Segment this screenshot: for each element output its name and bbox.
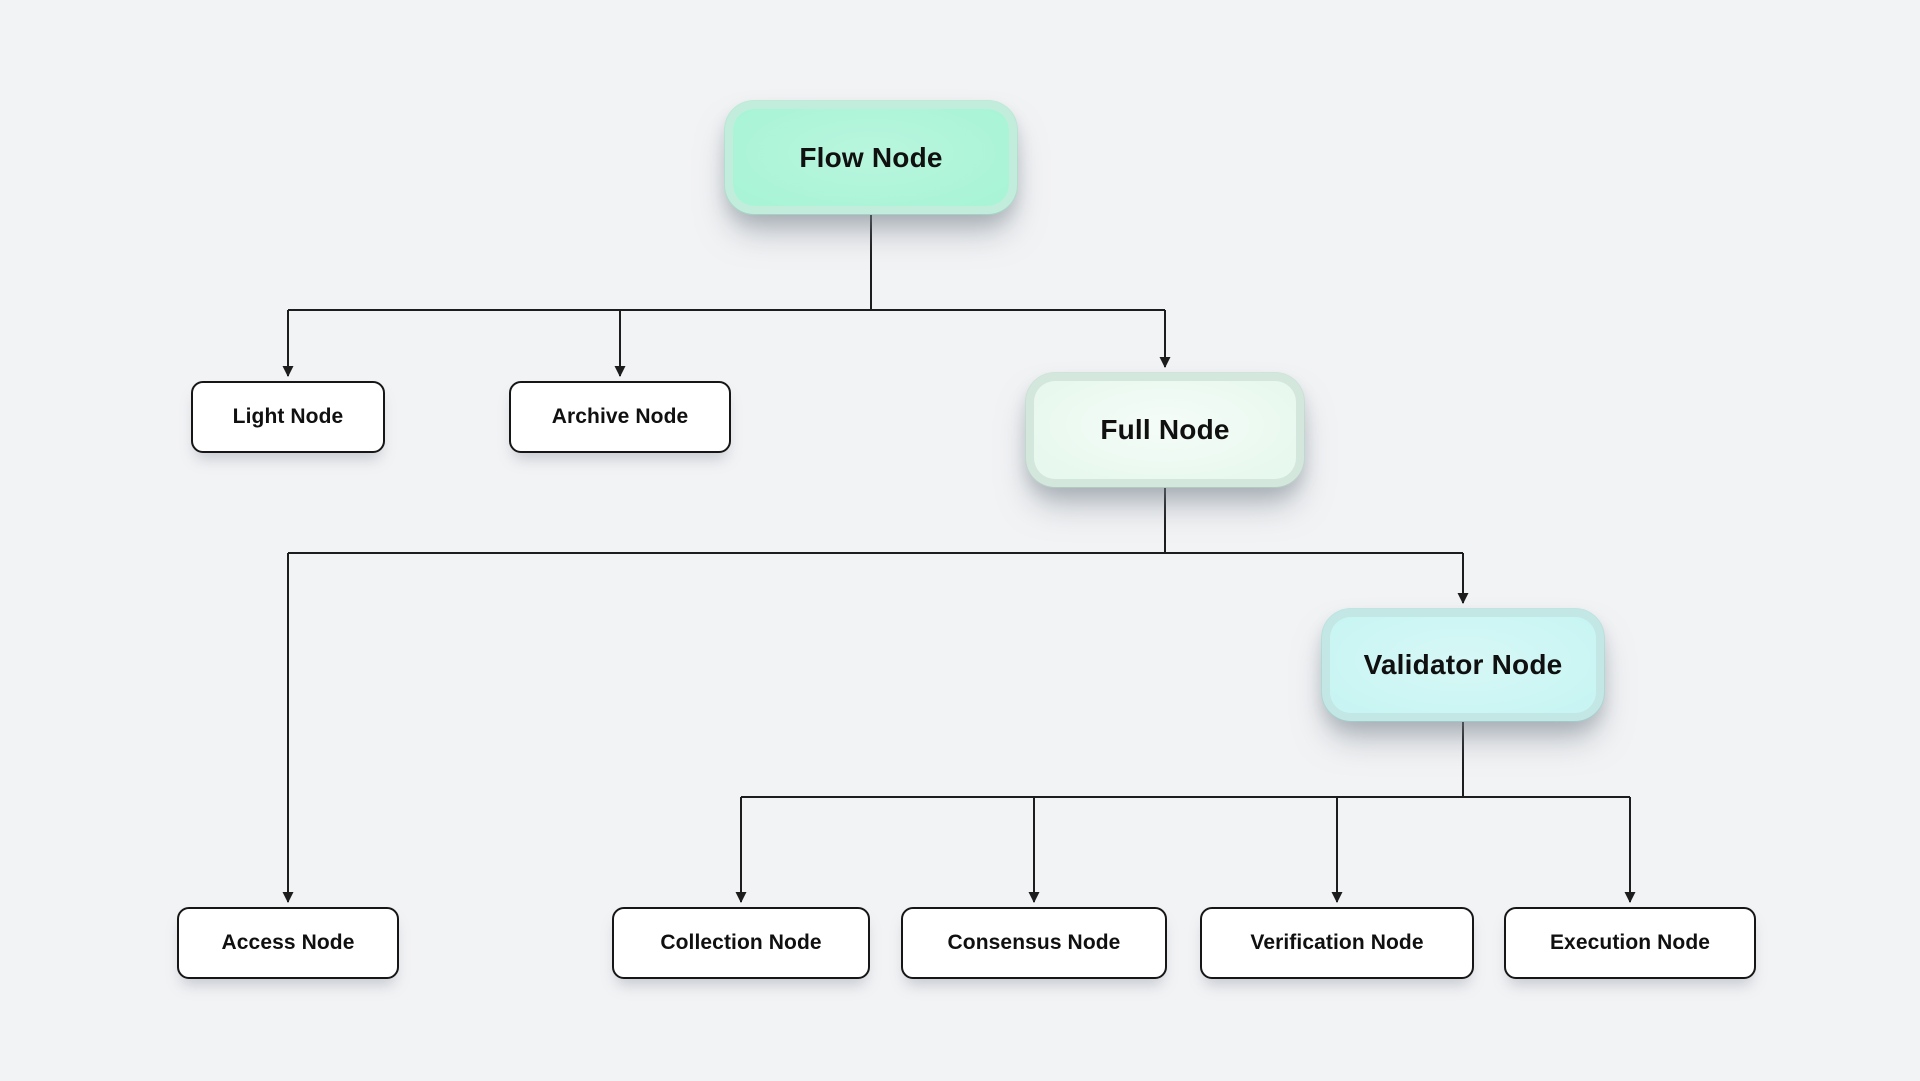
node-full-label: Full Node — [1100, 414, 1230, 445]
node-access: Access Node — [177, 907, 399, 979]
edges-from-full-node — [282, 488, 1469, 903]
node-collection: Collection Node — [612, 907, 870, 979]
node-verification-label: Verification Node — [1250, 931, 1424, 954]
node-light-label: Light Node — [232, 405, 344, 428]
node-full: Full Node — [1025, 372, 1305, 488]
node-flow-label: Flow Node — [799, 141, 943, 173]
node-execution: Execution Node — [1504, 907, 1756, 979]
node-archive-label: Archive Node — [551, 405, 689, 428]
node-consensus-label: Consensus Node — [947, 931, 1121, 954]
node-validator: Validator Node — [1321, 608, 1605, 722]
node-flow: Flow Node — [724, 100, 1018, 215]
node-collection-label: Collection Node — [660, 931, 822, 954]
node-execution-label: Execution Node — [1549, 931, 1711, 954]
node-verification: Verification Node — [1200, 907, 1474, 979]
edges-from-validator-node — [735, 722, 1636, 903]
node-light: Light Node — [191, 381, 385, 453]
edges-from-flow-node — [282, 215, 1171, 377]
node-validator-label: Validator Node — [1363, 649, 1563, 680]
node-access-label: Access Node — [221, 931, 355, 954]
node-archive: Archive Node — [509, 381, 731, 453]
node-consensus: Consensus Node — [901, 907, 1167, 979]
